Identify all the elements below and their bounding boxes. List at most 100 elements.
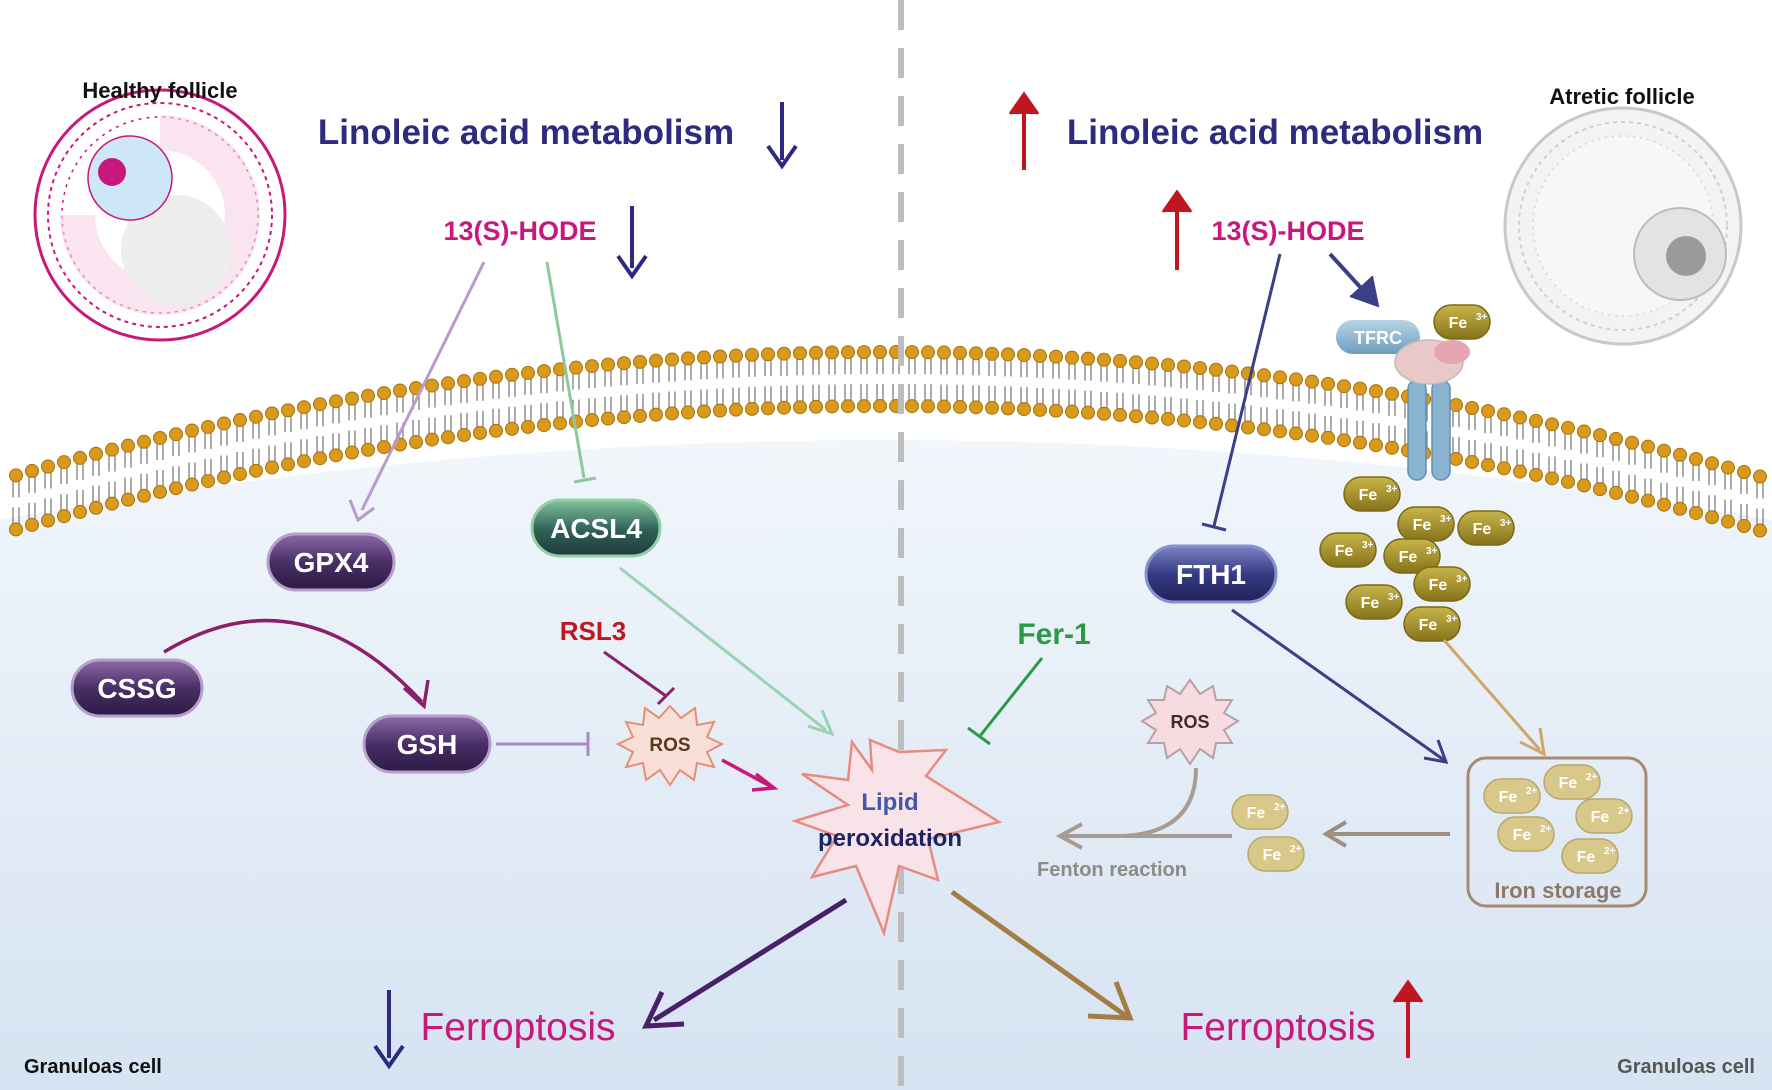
rsl3-inhibits-ros-line	[603, 650, 667, 698]
lipid-head	[41, 513, 55, 528]
svg-text:ACSL4: ACSL4	[550, 513, 642, 544]
lipid-tail	[268, 419, 276, 462]
fe-ion-label: Fe	[1361, 595, 1380, 612]
lipid-head	[713, 403, 727, 418]
healthy-follicle-icon	[33, 88, 287, 342]
lipid-head	[73, 450, 87, 465]
lipid-tail	[972, 359, 980, 402]
lipid-tail	[956, 358, 964, 401]
lipid-head	[441, 376, 455, 391]
lipid-head	[857, 345, 871, 360]
lipid-head	[297, 454, 311, 469]
right-hode-up-arrow-icon	[1161, 189, 1193, 270]
fe-ion-charge: 2+	[1526, 786, 1538, 797]
lipid-head	[1449, 397, 1463, 412]
lipid-head	[809, 345, 823, 360]
lipid-head	[1001, 401, 1015, 416]
lipid-label-line1: Lipid	[861, 789, 918, 816]
svg-text:GPX4: GPX4	[294, 547, 369, 578]
lipid-tail	[1532, 426, 1540, 469]
right-ferroptosis-up-arrow-icon	[1392, 979, 1424, 1058]
lipid-head	[1481, 404, 1495, 419]
lipid-head	[153, 484, 167, 499]
lipid-tail	[380, 399, 388, 442]
left-ferroptosis-label: Ferroptosis	[420, 1006, 615, 1049]
lipid-head	[1609, 431, 1623, 446]
lipid-tail	[1468, 413, 1476, 456]
lipid-tail	[988, 359, 996, 402]
lipid-head	[969, 346, 983, 361]
fe-ion	[1319, 532, 1377, 568]
left-ferroptosis-down-arrow-icon	[373, 990, 405, 1070]
lipid-head	[777, 346, 791, 361]
lipid-tail	[812, 358, 820, 401]
lipid-tail	[524, 378, 532, 421]
fe-ion-label: Fe	[1449, 315, 1468, 332]
lipid-tail	[1100, 365, 1108, 408]
lipid-head	[665, 352, 679, 367]
lipid-tail	[700, 363, 708, 406]
lipid-tail	[364, 401, 372, 444]
lipid-head	[697, 350, 711, 365]
fe-ion-label: Fe	[1473, 521, 1492, 538]
lipid-head	[297, 400, 311, 415]
fe-ion-charge: 3+	[1362, 540, 1374, 551]
lipid-head	[489, 369, 503, 384]
lipid-head	[1001, 347, 1015, 362]
fe-ion	[1413, 566, 1471, 602]
lipid-tail	[1452, 410, 1460, 453]
lipid-head	[521, 419, 535, 434]
fe-ion	[1231, 794, 1289, 830]
lipid-tail	[460, 387, 468, 430]
lipid-head	[537, 418, 551, 433]
lipid-head	[57, 455, 71, 470]
lipid-head	[809, 399, 823, 414]
lipid-head	[1129, 409, 1143, 424]
lipid-to-ferroptosis-left-arrow	[652, 897, 848, 1023]
lipid-tail	[1356, 394, 1364, 437]
lipid-tail	[172, 440, 180, 483]
lipid-tail	[1084, 364, 1092, 407]
lipid-tail	[1596, 441, 1604, 484]
lipid-tail	[1660, 456, 1668, 499]
fe-ion	[1403, 606, 1461, 642]
lipid-tail	[620, 369, 628, 412]
fenton-label: Fenton reaction	[1037, 859, 1187, 881]
lipid-tail	[1692, 464, 1700, 507]
lipid-head	[729, 402, 743, 417]
right-ros-label: ROS	[1170, 712, 1209, 732]
lipid-head	[921, 399, 935, 414]
lipid-tail	[1212, 375, 1220, 418]
fe-ion-charge: 3+	[1500, 518, 1512, 529]
lipid-tail	[1580, 437, 1588, 480]
lipid-head	[249, 409, 263, 424]
lipid-tail	[1020, 361, 1028, 404]
lipid-tail	[44, 472, 52, 515]
fe-ion	[1433, 304, 1491, 340]
tfrc-label: TFRC	[1354, 328, 1402, 348]
acsl4-pill: ACSL4	[530, 498, 662, 558]
lipid-head	[313, 397, 327, 412]
lipid-head	[1545, 471, 1559, 486]
lipid-head	[665, 406, 679, 421]
lipid-head	[1705, 510, 1719, 525]
lipid-tail	[220, 429, 228, 472]
lipid-head	[985, 346, 999, 361]
lipid-tail	[748, 360, 756, 403]
lipid-tail	[556, 375, 564, 418]
lipid-tail	[60, 468, 68, 511]
tfrc-transporter: TFRC	[1336, 320, 1470, 481]
lipid-head	[1225, 364, 1239, 379]
hode-inhibits-fth1-line	[1212, 253, 1282, 527]
fer1-label: Fer-1	[1017, 618, 1090, 651]
fe-ion-label: Fe	[1591, 809, 1610, 826]
lipid-head	[1369, 438, 1383, 453]
lipid-head	[409, 435, 423, 450]
fe-ion	[1575, 798, 1633, 834]
fe-ion	[1247, 836, 1305, 872]
fe-ion-charge: 3+	[1476, 312, 1488, 323]
lipid-head	[473, 371, 487, 386]
lipid-head	[873, 399, 887, 414]
lipid-tail	[92, 459, 100, 502]
